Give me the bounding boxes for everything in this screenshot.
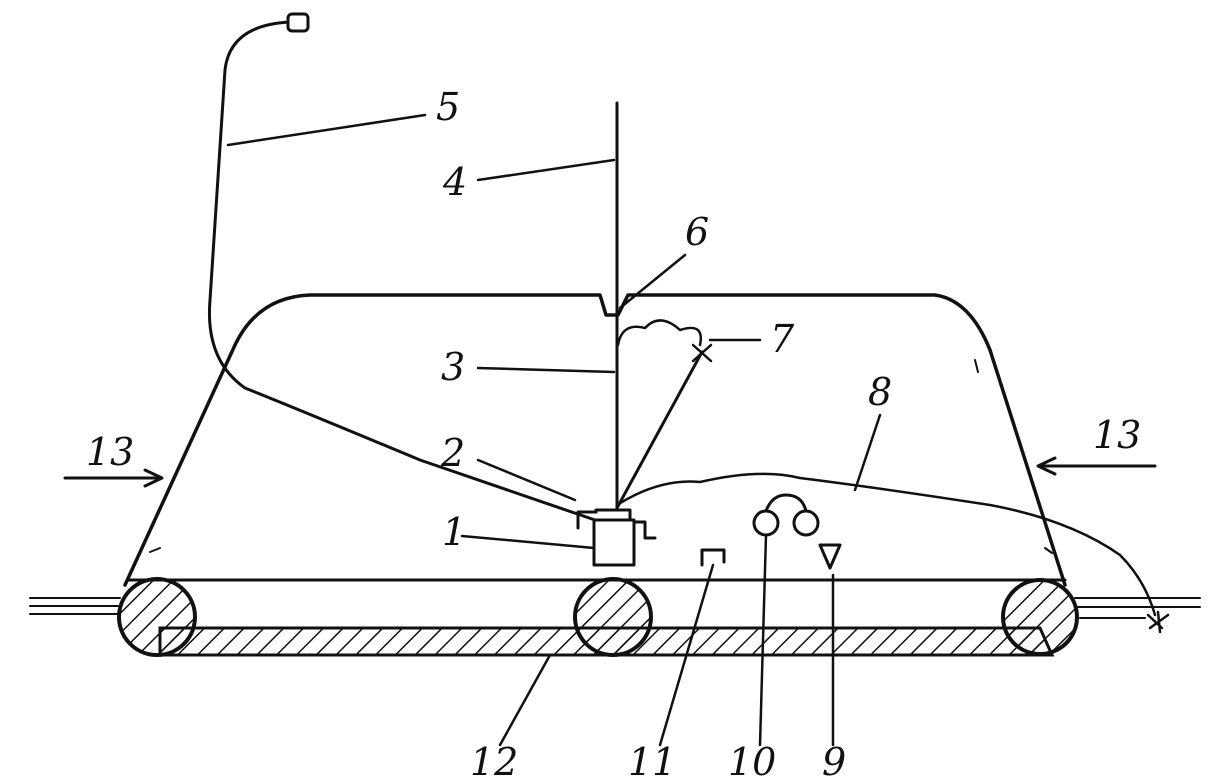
device-1 xyxy=(576,508,657,567)
tube-middle xyxy=(573,577,653,657)
tube-right xyxy=(1001,578,1079,656)
label-1: 1 xyxy=(442,510,466,554)
item-9 xyxy=(818,543,842,570)
leader-lines xyxy=(226,113,882,747)
item-11 xyxy=(700,548,726,567)
anchor-end-icon xyxy=(1146,610,1170,634)
water-lines xyxy=(29,597,1201,619)
arrow-left-13 xyxy=(63,468,164,488)
label-3: 3 xyxy=(441,345,465,389)
cross-7-icon xyxy=(691,343,713,363)
label-6: 6 xyxy=(685,210,709,254)
label-7: 7 xyxy=(770,317,795,361)
label-12: 12 xyxy=(470,740,518,778)
label-13-right: 13 xyxy=(1093,413,1141,457)
canopy-ticks xyxy=(149,359,1053,554)
label-10: 10 xyxy=(728,740,776,778)
label-2: 2 xyxy=(440,431,465,475)
tube-left xyxy=(117,577,197,657)
label-9: 9 xyxy=(822,740,846,778)
label-4: 4 xyxy=(442,160,467,204)
line-8 xyxy=(615,472,1157,617)
label-8: 8 xyxy=(868,370,892,414)
label-11: 11 xyxy=(628,740,676,778)
arrow-right-13 xyxy=(1036,456,1157,476)
label-13-left: 13 xyxy=(86,430,134,474)
label-5: 5 xyxy=(436,85,460,129)
cable-5 xyxy=(207,20,597,522)
cloud-7 xyxy=(616,319,703,347)
line-to-7 xyxy=(615,350,704,510)
canopy xyxy=(123,293,1067,587)
headphones-icon xyxy=(752,493,820,537)
cable-plug-icon xyxy=(286,12,310,33)
